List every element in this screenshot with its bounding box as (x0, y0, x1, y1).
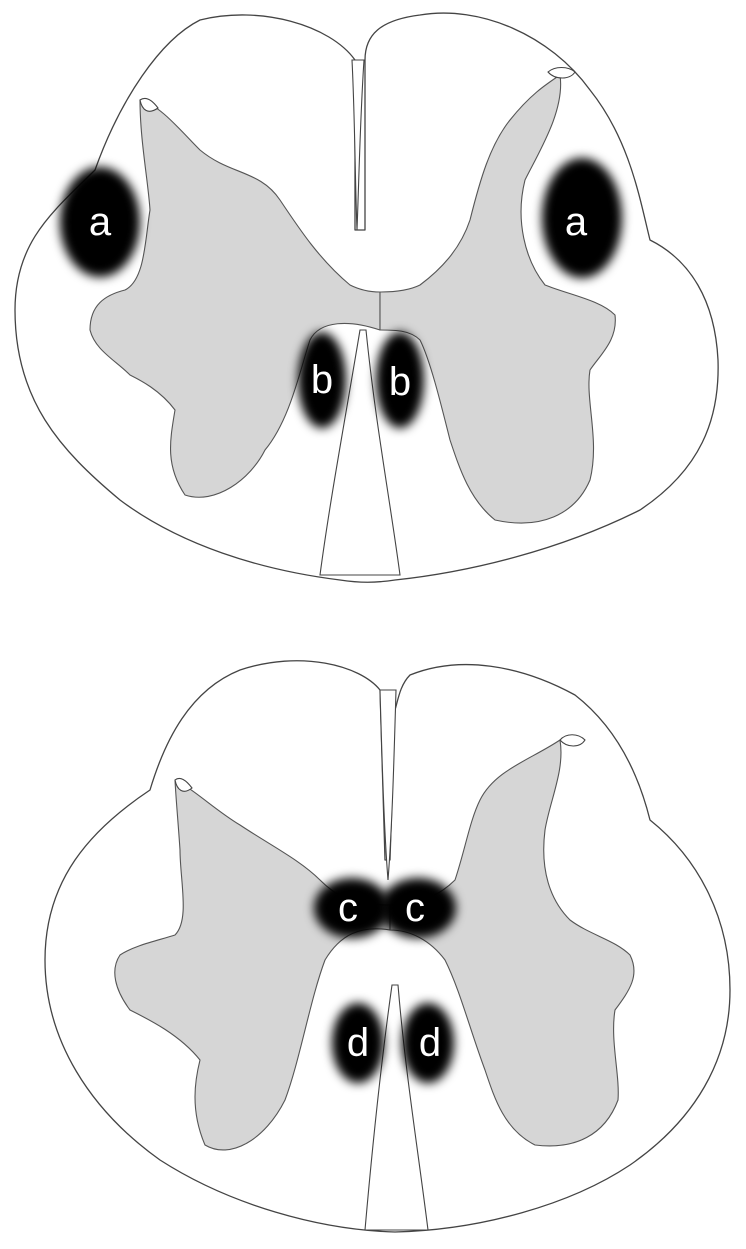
label-c-right: c (405, 886, 425, 930)
upper-cord-section: a a b b (15, 13, 718, 582)
label-b-right: b (389, 360, 411, 404)
label-c-left: c (338, 886, 358, 930)
lower-cord-section: c c d d (45, 661, 730, 1232)
label-d-right: d (419, 1021, 441, 1065)
label-b-left: b (311, 358, 333, 402)
label-a-left: a (89, 200, 112, 244)
label-a-right: a (565, 200, 588, 244)
label-d-left: d (347, 1021, 369, 1065)
